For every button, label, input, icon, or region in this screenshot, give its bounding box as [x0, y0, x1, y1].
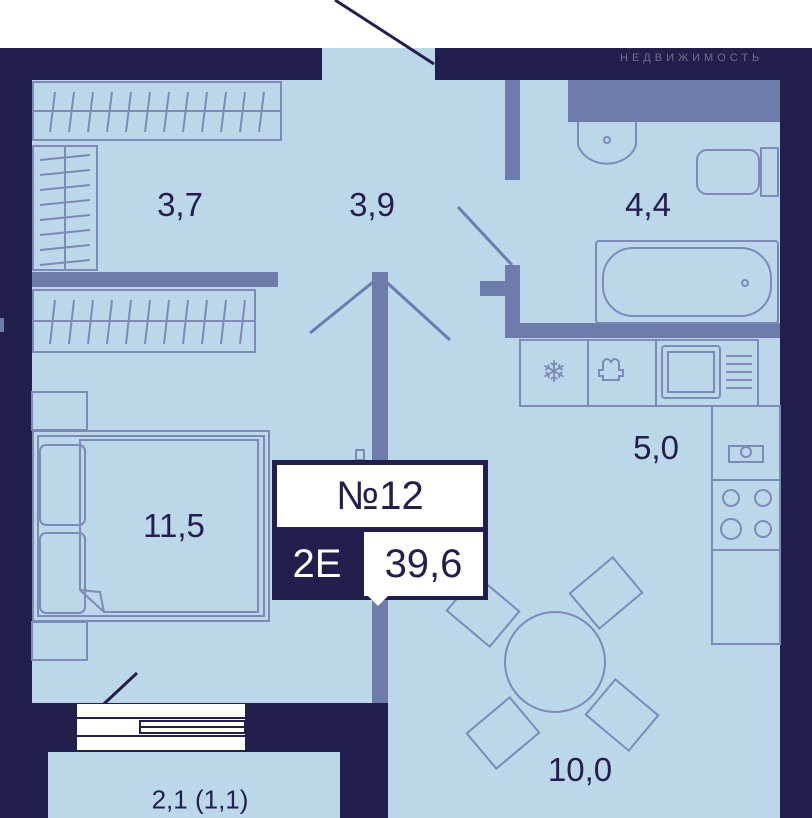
- hanger-line: [39, 169, 91, 176]
- hanger-line: [201, 91, 208, 133]
- hanger-line: [201, 299, 208, 345]
- bathroom-fixtures: [577, 122, 779, 324]
- apartment-total-area: 39,6: [364, 532, 483, 596]
- hanger-line: [68, 91, 75, 133]
- hanger-line: [87, 91, 94, 133]
- bed-icon: [31, 391, 365, 661]
- wardrobe-icon: [32, 81, 282, 353]
- apartment-type: 2E: [292, 541, 342, 586]
- hanger-line: [39, 214, 91, 221]
- area-kitchen: 5,0: [633, 429, 679, 466]
- hanger-line: [39, 199, 91, 206]
- toilet-icon: [696, 149, 760, 195]
- living-floor: [388, 700, 780, 818]
- balcony-window: [77, 704, 246, 750]
- area-bathroom: 4,4: [625, 186, 671, 223]
- hanger-line: [144, 91, 151, 133]
- balcony-floor: [48, 752, 340, 818]
- hanger-line: [239, 91, 246, 133]
- hanger-line: [68, 299, 75, 345]
- snowflake-icon: ❄: [541, 356, 566, 389]
- hanger-line: [39, 259, 91, 266]
- hanger-line: [182, 299, 189, 345]
- hanger-line: [39, 229, 91, 236]
- hanger-line: [144, 299, 151, 345]
- hanger-line: [125, 299, 132, 345]
- hanger-line: [182, 91, 189, 133]
- hanger-line: [49, 299, 56, 345]
- hanger-line: [239, 299, 246, 345]
- hanger-line: [106, 91, 113, 133]
- hanger-line: [49, 91, 56, 133]
- hanger-line: [258, 91, 265, 133]
- kitchen-fixtures: [519, 339, 781, 645]
- apartment-number: №12: [277, 465, 483, 527]
- hanger-line: [163, 91, 170, 133]
- hanger-line: [220, 299, 227, 345]
- label-pointer: [364, 592, 392, 606]
- area-balcony: 2,1 (1,1): [151, 784, 249, 815]
- door-swings: [76, 205, 514, 730]
- apartment-label: №12 2E 39,6: [272, 460, 488, 606]
- hanger-line: [106, 299, 113, 345]
- hanger-line: [39, 244, 91, 251]
- dining-table-icon: [445, 555, 660, 771]
- hanger-line: [39, 184, 91, 191]
- area-living: 10,0: [547, 751, 613, 788]
- hanger-line: [220, 91, 227, 133]
- hanger-line: [125, 91, 132, 133]
- area-hallway: 3,9: [349, 186, 395, 223]
- hanger-lines: [39, 91, 265, 345]
- area-bedroom: 11,5: [143, 507, 205, 544]
- watermark-logo: ONREALT НЕДВИЖИМОСТЬ: [618, 22, 768, 64]
- area-closet: 3,7: [157, 186, 203, 223]
- hanger-line: [39, 154, 91, 161]
- hanger-line: [87, 299, 94, 345]
- hanger-line: [163, 299, 170, 345]
- entrance-door-swing: [334, 0, 435, 66]
- kitchen-sink-icon: [655, 339, 759, 407]
